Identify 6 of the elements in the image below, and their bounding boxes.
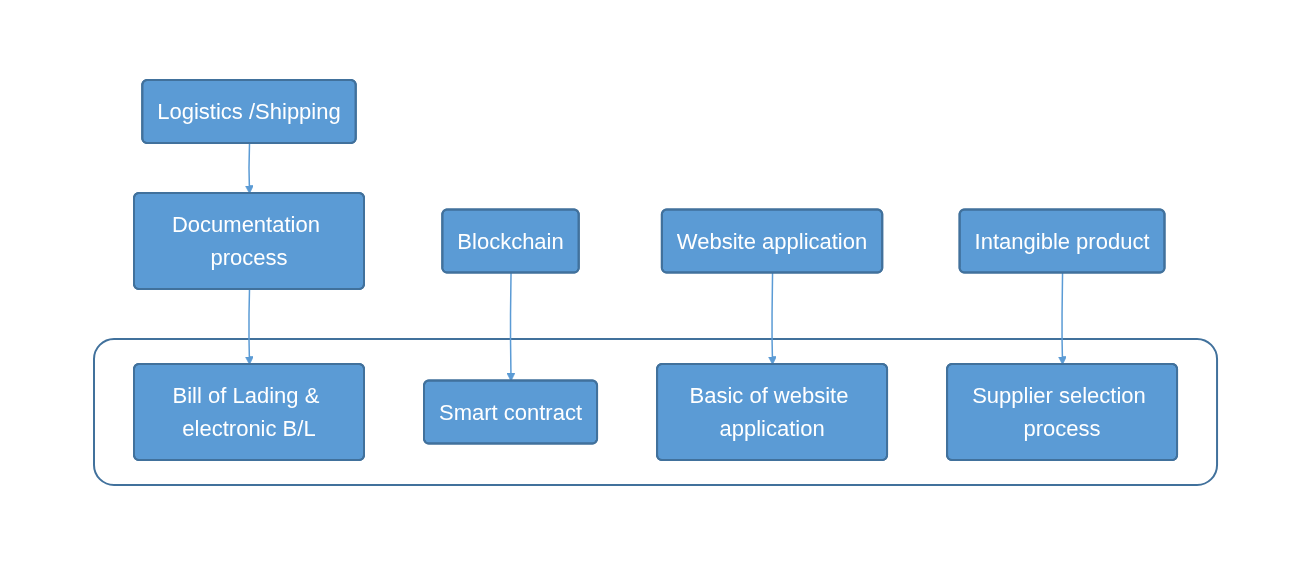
- arrow: [1058, 271, 1068, 365]
- arrow: [768, 271, 778, 365]
- arrow: [507, 271, 516, 381]
- arrow: [245, 142, 255, 194]
- cluster: [93, 337, 1219, 486]
- arrow: [245, 288, 255, 365]
